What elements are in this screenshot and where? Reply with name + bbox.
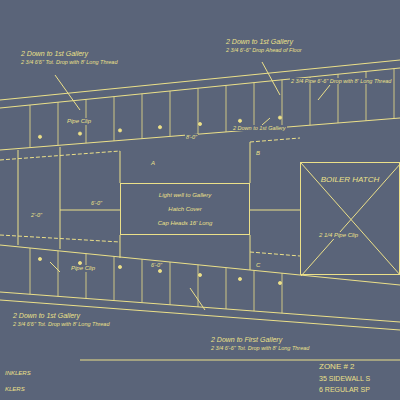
frame-line [254,270,255,311]
drawing-note: 2 3/4 6'6" Tot. Drop with 8' Long Thread [12,321,111,327]
frame-line [170,262,171,305]
drawing-note: 2 3/4 6'-6" Drop Ahead of Floor [225,47,303,53]
frame-line [86,254,87,299]
sprinkler-head [78,132,81,135]
drawing-note: 2 Down to 1st Gallery [232,125,287,131]
frame-line [226,85,227,132]
drawing-note: 6'-0" [150,262,163,268]
frame-line [142,94,143,139]
frame-line [198,88,199,134]
hull-line [0,68,400,108]
drawing-note: 2 3/4 6'6" Tot. Drop with 8' Long Thread [20,59,119,65]
drawing-note: Pipe Clip [70,265,96,272]
hull-line [0,300,400,330]
pipe-run [0,138,300,256]
frame-line [114,256,115,300]
frame-line [142,259,143,302]
drawing-note: 6'-0" [90,200,103,206]
frame-line [30,248,31,294]
box-note: Light well to Gallery [158,192,212,199]
frame-line [18,147,60,249]
frame-line [310,77,311,125]
zone-note: INKLERS [4,370,32,377]
drawing-note: 2 1/4 Pipe Clip [318,232,359,239]
sprinkler-head [38,135,41,138]
drawing-note: 2'-0" [30,212,43,218]
drawing-note: B [255,150,261,157]
drawing-note: 2 Down to 1st Gallery [20,50,89,58]
sprinkler-head [198,122,201,125]
hatch-title: BOILER HATCH [320,175,381,184]
box-note: Cap Heads 16' Long [157,220,214,227]
frame-line [58,102,59,145]
sprinkler-head [38,257,41,260]
sprinkler-head [118,129,121,132]
sprinkler-head [238,119,241,122]
rule-line [80,360,400,361]
sprinkler-head [118,265,121,268]
frame-line [170,91,171,136]
hull-line [0,60,400,100]
frame-line [58,251,59,297]
drawing-note: 2 3/4 6'-6" Tot. Drop with 8' Long Threa… [210,345,310,351]
frame-line [30,105,31,148]
frame-line [226,268,227,309]
frame-line [254,83,255,130]
zone-note: ZONE # 2 [318,363,356,372]
drawing-note: 8'-0" [185,134,198,140]
frame-line [282,80,283,128]
sprinkler-head [278,116,281,119]
sprinkler-head [198,273,201,276]
inner-line [0,118,400,150]
frame-line [114,97,115,141]
zone-note: 6 REGULAR SP [318,386,371,394]
zone-note: 35 SIDEWALL S [318,375,371,383]
zone-note: KLERS [4,386,26,393]
frame-line [282,273,283,313]
drawing-note: 2 Down to First Gallery [210,336,283,344]
inner-line [0,245,400,285]
leader-line [55,62,280,125]
sprinkler-head [278,281,281,284]
light-well-box: Light well to GalleryHatch CoverCap Head… [120,183,250,235]
hull-line [0,292,400,322]
drawing-note: 2 3/4 Pipe 6'-6" Drop with 8' Long Threa… [290,78,392,84]
sprinkler-head [238,277,241,280]
drawing-note: C [255,262,261,269]
leader-line [50,85,330,310]
box-note: Hatch Cover [167,206,202,213]
frame-line [120,142,250,270]
frame-line [394,69,395,119]
drawing-note: 2 Down to 1st Gallery [225,38,294,46]
drawing-note: 2 Down to 1st Gallery [12,312,81,320]
sprinkler-head [158,126,161,129]
frame-line [198,265,199,307]
hatch-box: BOILER HATCH [300,162,400,275]
drawing-note: A [150,160,156,167]
sprinkler-head [158,269,161,272]
drawing-note: Pipe Clip [66,118,92,125]
